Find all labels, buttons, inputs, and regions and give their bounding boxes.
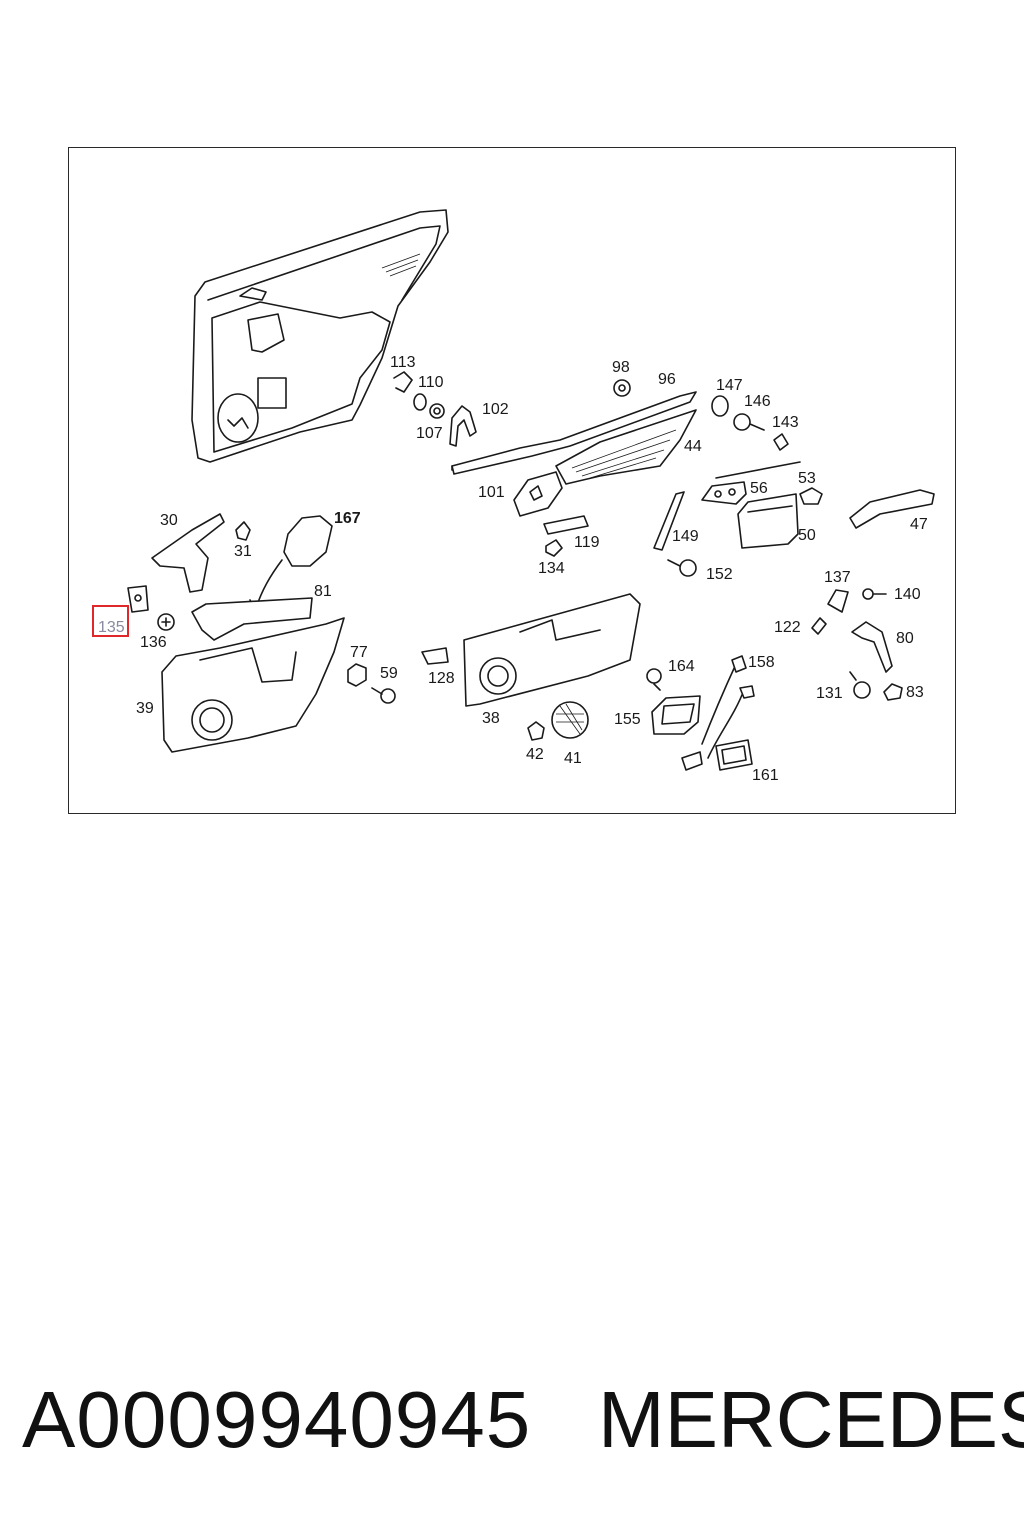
callout-96: 96 — [658, 371, 676, 388]
footer: A0009940945 MERCEDES — [0, 1370, 1024, 1480]
callout-53: 53 — [798, 470, 816, 487]
callout-143: 143 — [772, 414, 799, 431]
switch-panel-101 — [513, 471, 563, 517]
callout-164: 164 — [668, 658, 695, 675]
housing-155 — [651, 695, 701, 735]
callout-131: 131 — [816, 685, 843, 702]
callout-59: 59 — [380, 665, 398, 682]
nut-77 — [347, 663, 367, 687]
callout-47: 47 — [910, 516, 928, 533]
callout-102: 102 — [482, 401, 509, 418]
wiring-158 — [681, 655, 755, 771]
ashtray-50 — [737, 493, 799, 549]
callout-122: 122 — [774, 619, 801, 636]
callout-81: 81 — [314, 583, 332, 600]
callout-134: 134 — [538, 560, 565, 577]
callout-30: 30 — [160, 512, 178, 529]
bolt-131 — [849, 671, 871, 699]
callout-161: 161 — [752, 767, 779, 784]
callout-140: 140 — [894, 586, 921, 603]
part-number-label: A0009940945 — [22, 1375, 532, 1464]
handle-80 — [851, 621, 893, 673]
leader-lines — [451, 461, 801, 479]
brand-label: MERCEDES — [598, 1375, 1024, 1464]
clip-140 — [862, 588, 887, 600]
clip-113 — [393, 371, 413, 393]
cap-98 — [613, 379, 631, 397]
callout-113: 113 — [390, 354, 416, 371]
clip-134 — [545, 539, 563, 557]
frame-161 — [715, 739, 753, 771]
callout-42: 42 — [526, 746, 544, 763]
cover-167 — [283, 515, 333, 567]
callout-77: 77 — [350, 644, 368, 661]
trim-strip-96 — [451, 391, 697, 475]
screw-136 — [157, 613, 175, 631]
cap-83 — [883, 683, 903, 701]
callout-136: 136 — [140, 634, 167, 651]
door-panel-38 — [463, 593, 641, 707]
clip-143 — [773, 433, 789, 451]
bracket-119 — [543, 515, 589, 535]
clip-137 — [827, 589, 849, 613]
callout-119: 119 — [574, 534, 600, 551]
door-assembly-overview — [191, 209, 449, 463]
callout-80: 80 — [896, 630, 914, 647]
callout-149: 149 — [672, 528, 699, 545]
cap-147 — [711, 395, 729, 417]
callout-155: 155 — [614, 711, 641, 728]
callout-98: 98 — [612, 359, 630, 376]
callout-83: 83 — [906, 684, 924, 701]
callout-110: 110 — [418, 374, 444, 391]
bracket-102 — [449, 405, 477, 447]
callout-147: 147 — [716, 377, 743, 394]
clip-31 — [235, 521, 251, 541]
grille-41 — [551, 701, 589, 739]
switch-56 — [701, 481, 747, 505]
highlight-box-135 — [92, 605, 129, 637]
callout-146: 146 — [744, 393, 771, 410]
bracket-135 — [127, 585, 149, 613]
screw-59 — [371, 687, 396, 704]
callout-50: 50 — [798, 527, 816, 544]
rod-149 — [653, 491, 685, 551]
callout-39: 39 — [136, 700, 154, 717]
callout-41: 41 — [564, 750, 582, 767]
washer-107 — [429, 403, 445, 419]
washer-110 — [413, 393, 427, 411]
callout-38: 38 — [482, 710, 500, 727]
screw-164 — [646, 668, 662, 691]
bolt-152 — [667, 559, 697, 577]
callout-158: 158 — [748, 654, 775, 671]
bracket-30 — [151, 513, 225, 593]
clip-122 — [811, 617, 827, 635]
callout-135: 135 — [98, 619, 125, 636]
screw-146 — [733, 413, 765, 431]
door-panel-39 — [161, 617, 345, 753]
cover-53 — [799, 487, 823, 505]
callout-31: 31 — [234, 543, 252, 560]
callout-167: 167 — [334, 510, 361, 527]
armrest-81 — [191, 597, 313, 641]
clip-128 — [421, 647, 449, 665]
callout-128: 128 — [428, 670, 455, 687]
callout-137: 137 — [824, 569, 851, 586]
window-trim-44 — [555, 409, 697, 485]
handle-47 — [849, 489, 935, 529]
nut-42 — [527, 721, 545, 741]
callout-101: 101 — [478, 484, 505, 501]
callout-152: 152 — [706, 566, 733, 583]
callout-107: 107 — [416, 425, 443, 442]
callout-44: 44 — [684, 438, 702, 455]
callout-56: 56 — [750, 480, 768, 497]
